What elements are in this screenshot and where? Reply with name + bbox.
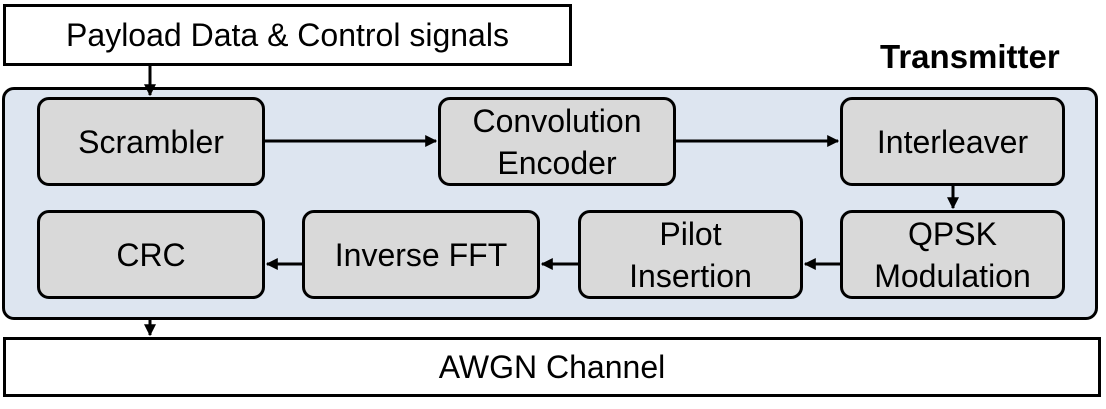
qpsk-modulation-label: QPSK Modulation — [874, 215, 1031, 294]
interleaver-label: Interleaver — [876, 123, 1029, 160]
crc-label: CRC — [116, 236, 186, 273]
inverse-fft-block: Inverse FFT — [302, 210, 540, 299]
transmitter-title: Transmitter — [880, 38, 1060, 75]
payload-input-box: Payload Data & Control signals — [3, 4, 572, 66]
interleaver-block: Interleaver — [840, 97, 1065, 186]
qpsk-modulation-block: QPSK Modulation — [840, 210, 1065, 299]
scrambler-block: Scrambler — [37, 97, 265, 186]
crc-block: CRC — [37, 210, 265, 299]
awgn-channel-box: AWGN Channel — [3, 337, 1101, 397]
convolution-encoder-block: Convolution Encoder — [438, 97, 676, 186]
pilot-insertion-block: Pilot Insertion — [578, 210, 803, 299]
scrambler-label: Scrambler — [78, 123, 224, 160]
pilot-insertion-label: Pilot Insertion — [629, 215, 752, 294]
convolution-encoder-label: Convolution Encoder — [472, 102, 642, 181]
awgn-channel-label: AWGN Channel — [438, 348, 666, 385]
inverse-fft-label: Inverse FFT — [334, 236, 508, 273]
payload-input-label: Payload Data & Control signals — [66, 16, 509, 53]
